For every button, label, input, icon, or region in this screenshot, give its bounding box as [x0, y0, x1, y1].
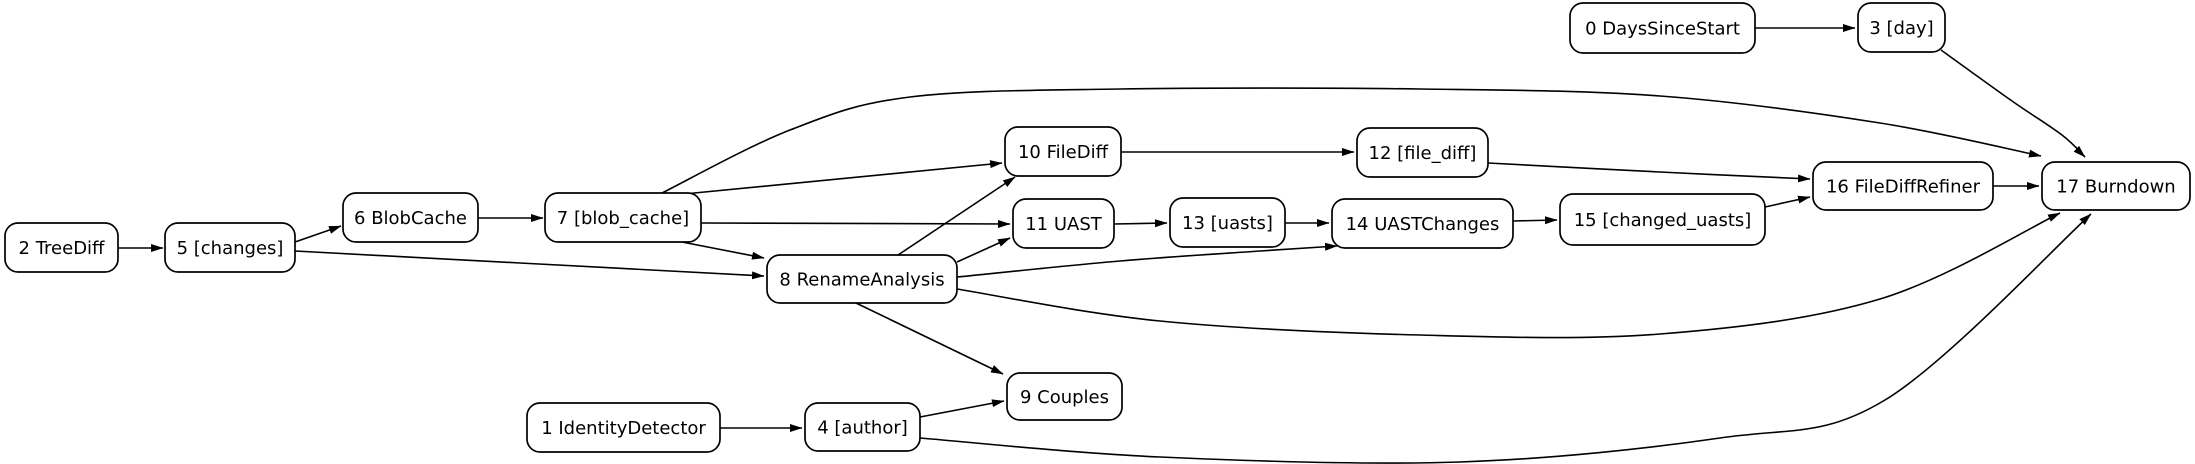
node-box-12-file-diff	[1356, 127, 1489, 178]
node-box-14-uastchanges	[1331, 198, 1514, 249]
edge-4-to-17	[919, 213, 2092, 464]
node-box-3-day	[1857, 2, 1946, 53]
node-label-10-filediff: 10 FileDiff	[1018, 142, 1109, 163]
node-0-dayssincestart: 0 DaysSinceStart	[1569, 2, 1756, 54]
node-box-15-changed-uasts	[1559, 193, 1766, 246]
node-label-9-couples: 9 Couples	[1020, 387, 1109, 408]
node-11-uast: 11 UAST	[1012, 198, 1115, 249]
node-box-0-dayssincestart	[1569, 2, 1756, 54]
edge-8-to-14	[956, 242, 1338, 278]
node-6-blobcache: 6 BlobCache	[342, 192, 479, 243]
node-box-16-filediffrefiner	[1812, 161, 1994, 211]
edge-14-to-15	[1512, 216, 1558, 225]
node-label-15-changed-uasts: 15 [changed_uasts]	[1574, 210, 1752, 231]
edge-5-to-6	[294, 225, 342, 243]
node-label-13-uasts: 13 [uasts]	[1182, 213, 1273, 234]
node-label-12-file-diff: 12 [file_diff]	[1369, 143, 1477, 164]
edge-7-to-17	[661, 87, 2042, 194]
node-12-file-diff: 12 [file_diff]	[1356, 127, 1489, 178]
node-box-11-uast	[1012, 198, 1115, 249]
node-label-6-blobcache: 6 BlobCache	[354, 208, 467, 229]
edge-8-to-9	[855, 302, 1004, 375]
node-box-1-identitydetector	[526, 402, 721, 453]
node-1-identitydetector: 1 IdentityDetector	[526, 402, 721, 453]
node-15-changed-uasts: 15 [changed_uasts]	[1559, 193, 1766, 246]
node-label-17-burndown: 17 Burndown	[2056, 177, 2175, 198]
node-3-day: 3 [day]	[1857, 2, 1946, 53]
node-17-burndown: 17 Burndown	[2041, 161, 2191, 211]
node-label-5-changes: 5 [changes]	[177, 238, 284, 259]
node-5-changes: 5 [changes]	[164, 222, 296, 273]
node-box-13-uasts	[1169, 197, 1286, 248]
node-13-uasts: 13 [uasts]	[1169, 197, 1286, 248]
node-box-8-renameanalysis	[766, 254, 958, 304]
node-label-3-day: 3 [day]	[1869, 18, 1933, 39]
node-label-4-author: 4 [author]	[817, 418, 908, 439]
node-label-7-blob-cache: 7 [blob_cache]	[557, 208, 689, 229]
node-8-renameanalysis: 8 RenameAnalysis	[766, 254, 958, 304]
node-label-11-uast: 11 UAST	[1025, 214, 1103, 235]
node-box-7-blob-cache	[544, 192, 702, 243]
node-label-0-dayssincestart: 0 DaysSinceStart	[1585, 19, 1740, 40]
edge-4-to-9	[919, 399, 1005, 418]
node-10-filediff: 10 FileDiff	[1004, 126, 1122, 177]
node-label-2-treediff: 2 TreeDiff	[19, 238, 106, 259]
node-16-filediffrefiner: 16 FileDiffRefiner	[1812, 161, 1994, 211]
node-label-1-identitydetector: 1 IdentityDetector	[541, 418, 706, 439]
edge-3-to-17	[1940, 49, 2086, 158]
node-4-author: 4 [author]	[804, 402, 921, 452]
edge-8-to-11	[956, 237, 1011, 263]
node-label-14-uastchanges: 14 UASTChanges	[1346, 214, 1500, 235]
edge-15-to-16	[1764, 195, 1811, 208]
node-9-couples: 9 Couples	[1006, 372, 1123, 421]
edge-7-to-8	[681, 241, 765, 260]
node-box-2-treediff	[4, 222, 119, 273]
node-box-6-blobcache	[342, 192, 479, 243]
node-7-blob-cache: 7 [blob_cache]	[544, 192, 702, 243]
edge-7-to-10	[683, 160, 1003, 195]
node-label-16-filediffrefiner: 16 FileDiffRefiner	[1826, 177, 1981, 198]
node-14-uastchanges: 14 UASTChanges	[1331, 198, 1514, 249]
edge-11-to-13	[1113, 219, 1168, 228]
edge-7-to-11	[700, 219, 1011, 228]
node-box-4-author	[804, 402, 921, 452]
edge-8-to-17	[956, 212, 2061, 339]
node-box-10-filediff	[1004, 126, 1122, 177]
node-2-treediff: 2 TreeDiff	[4, 222, 119, 273]
node-box-17-burndown	[2041, 161, 2191, 211]
node-box-5-changes	[164, 222, 296, 273]
node-box-9-couples	[1006, 372, 1123, 421]
edge-8-to-10	[897, 176, 1016, 256]
edge-12-to-16	[1487, 162, 1811, 183]
node-label-8-renameanalysis: 8 RenameAnalysis	[779, 270, 944, 291]
edge-5-to-8	[294, 250, 765, 280]
